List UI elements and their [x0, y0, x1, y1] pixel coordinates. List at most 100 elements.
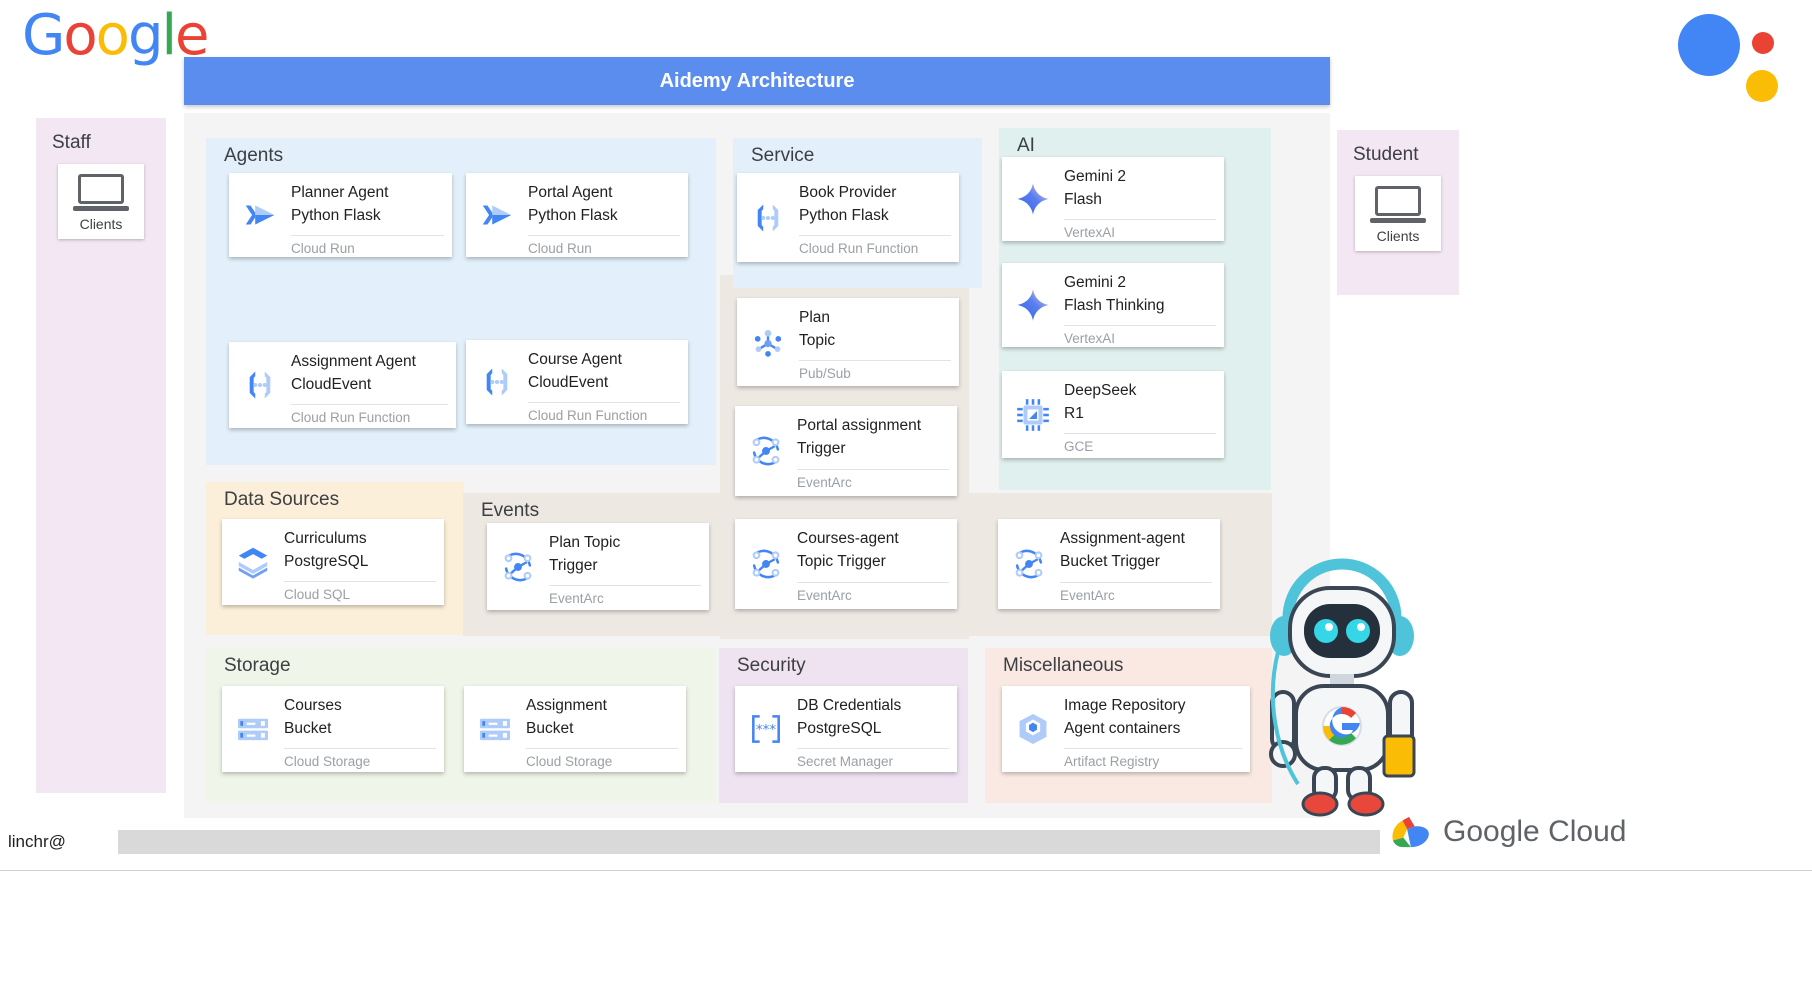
logo-letter-g1: G — [22, 3, 65, 68]
card-subtitle: EventArc — [549, 584, 701, 612]
card-title: Image Repository Agent containers — [1064, 697, 1186, 737]
agents-group-title: Agents — [224, 145, 284, 166]
card-title: Book Provider Python Flask — [799, 184, 897, 224]
student-clients-label: Clients — [1376, 228, 1420, 244]
card-title: Gemini 2 Flash — [1064, 168, 1127, 208]
card-assignment-bucket[interactable]: Assignment Bucket Cloud Storage — [464, 686, 686, 772]
card-course-agent[interactable]: Course Agent CloudEvent Cloud Run Functi… — [466, 340, 688, 424]
google-cloud-mark-icon — [1392, 816, 1429, 848]
card-title: Course Agent CloudEvent — [528, 351, 622, 391]
card-title: Portal assignment Trigger — [797, 417, 922, 457]
card-planner-agent[interactable]: Planner Agent Python Flask Cloud Run — [229, 173, 452, 257]
eventarc-icon — [487, 523, 549, 610]
card-gemini-2-flash-thinking[interactable]: Gemini 2 Flash Thinking VertexAI — [1002, 263, 1224, 347]
assistant-yellow-dot — [1746, 70, 1778, 102]
card-subtitle: Cloud Storage — [284, 747, 436, 775]
logo-letter-o2: o — [95, 3, 130, 68]
gemini-sparkle-icon — [1002, 263, 1064, 347]
google-assistant-dots-icon — [1678, 10, 1798, 102]
laptop-icon — [1370, 184, 1426, 224]
staff-clients-card[interactable]: Clients — [58, 164, 144, 239]
card-courses-agent-topic-trigger[interactable]: Courses-agent Topic Trigger EventArc — [735, 519, 957, 609]
card-db-credentials[interactable]: *** DB Credentials PostgreSQL Secret Man… — [735, 686, 957, 772]
card-portal-assignment-trigger[interactable]: Portal assignment Trigger EventArc — [735, 406, 957, 496]
card-plan-topic[interactable]: Plan Topic Pub/Sub — [737, 298, 959, 386]
student-panel: Student Clients — [1337, 130, 1459, 295]
logo-letter-g2: g — [127, 3, 164, 68]
miscellaneous-group-title: Miscellaneous — [1003, 655, 1124, 676]
page-title: Aidemy Architecture — [184, 57, 1330, 105]
ai-group-title: AI — [1017, 135, 1035, 156]
google-cloud-wordmark: Google Cloud — [1443, 815, 1627, 848]
card-subtitle: Secret Manager — [797, 747, 949, 775]
card-curriculums[interactable]: Curriculums PostgreSQL Cloud SQL — [222, 519, 444, 605]
card-subtitle: Pub/Sub — [799, 359, 951, 387]
card-subtitle: Cloud Run Function — [528, 401, 680, 429]
card-plan-topic-trigger[interactable]: Plan Topic Trigger EventArc — [487, 523, 709, 610]
card-deepseek-r1[interactable]: DeepSeek R1 GCE — [1002, 371, 1224, 458]
eventarc-icon — [735, 519, 797, 609]
card-gemini-2-flash[interactable]: Gemini 2 Flash VertexAI — [1002, 157, 1224, 241]
data-sources-group-title: Data Sources — [224, 489, 340, 510]
card-title: Courses Bucket — [284, 697, 342, 737]
secret-manager-icon: *** — [735, 686, 797, 772]
card-assignment-agent-bucket-trigger[interactable]: Assignment-agent Bucket Trigger EventArc — [998, 519, 1220, 609]
card-subtitle: Cloud Run Function — [799, 235, 951, 262]
cloud-storage-icon — [222, 686, 284, 772]
cloud-storage-icon — [464, 686, 526, 772]
footer-divider — [0, 870, 1812, 871]
card-title: Plan Topic — [799, 309, 836, 349]
card-title: Planner Agent Python Flask — [291, 184, 389, 224]
cloud-run-icon — [229, 173, 291, 257]
card-title: Assignment-agent Bucket Trigger — [1060, 530, 1185, 570]
card-subtitle: VertexAI — [1064, 218, 1216, 246]
artifact-registry-icon — [1002, 686, 1064, 772]
cloud-run-function-icon — [229, 342, 291, 428]
pubsub-icon — [737, 298, 799, 386]
gemini-sparkle-icon — [1002, 157, 1064, 241]
storage-group-title: Storage — [224, 655, 291, 676]
card-portal-agent[interactable]: Portal Agent Python Flask Cloud Run — [466, 173, 688, 257]
events-group-title: Events — [481, 500, 540, 521]
cpu-chip-icon — [1002, 371, 1064, 458]
card-subtitle: EventArc — [797, 469, 949, 496]
robot-mascot — [1258, 540, 1426, 820]
card-title: Curriculums PostgreSQL — [284, 530, 369, 570]
card-subtitle: GCE — [1064, 432, 1216, 460]
eventarc-icon — [735, 406, 797, 496]
cloud-run-function-icon — [737, 173, 799, 262]
architecture-canvas: Agents Service AI Data Sources Events St… — [184, 113, 1330, 818]
card-title: Gemini 2 Flash Thinking — [1064, 274, 1165, 314]
staff-panel: Staff Clients — [36, 118, 166, 793]
student-panel-title: Student — [1353, 144, 1419, 165]
logo-letter-l: l — [161, 3, 177, 68]
card-subtitle: EventArc — [1060, 582, 1212, 609]
laptop-icon — [73, 172, 129, 212]
card-subtitle: Cloud Run — [291, 234, 444, 262]
card-title: Courses-agent Topic Trigger — [797, 530, 899, 570]
card-subtitle: Artifact Registry — [1064, 747, 1242, 775]
assistant-blue-dot — [1678, 14, 1740, 76]
security-group-title: Security — [737, 655, 806, 676]
svg-text:***: *** — [756, 723, 776, 738]
logo-letter-o1: o — [63, 3, 97, 68]
card-book-provider[interactable]: Book Provider Python Flask Cloud Run Fun… — [737, 173, 959, 262]
card-subtitle: Cloud Run — [528, 234, 680, 262]
card-subtitle: Cloud SQL — [284, 580, 436, 608]
card-title: Assignment Agent CloudEvent — [291, 353, 416, 393]
student-clients-card[interactable]: Clients — [1355, 176, 1441, 251]
card-image-repository[interactable]: Image Repository Agent containers Artifa… — [1002, 686, 1250, 772]
google-cloud-logo: Google Cloud — [1386, 815, 1626, 849]
staff-panel-title: Staff — [52, 132, 91, 153]
card-title: Portal Agent Python Flask — [528, 184, 618, 224]
cloud-run-function-icon — [466, 340, 528, 424]
card-assignment-agent[interactable]: Assignment Agent CloudEvent Cloud Run Fu… — [229, 342, 456, 428]
card-courses-bucket[interactable]: Courses Bucket Cloud Storage — [222, 686, 444, 772]
cloud-run-icon — [466, 173, 528, 257]
card-title: Assignment Bucket — [526, 697, 607, 737]
service-group-title: Service — [751, 145, 815, 166]
card-subtitle: Cloud Storage — [526, 747, 678, 775]
logo-letter-e: e — [175, 3, 209, 68]
google-logo: Google — [22, 3, 210, 68]
